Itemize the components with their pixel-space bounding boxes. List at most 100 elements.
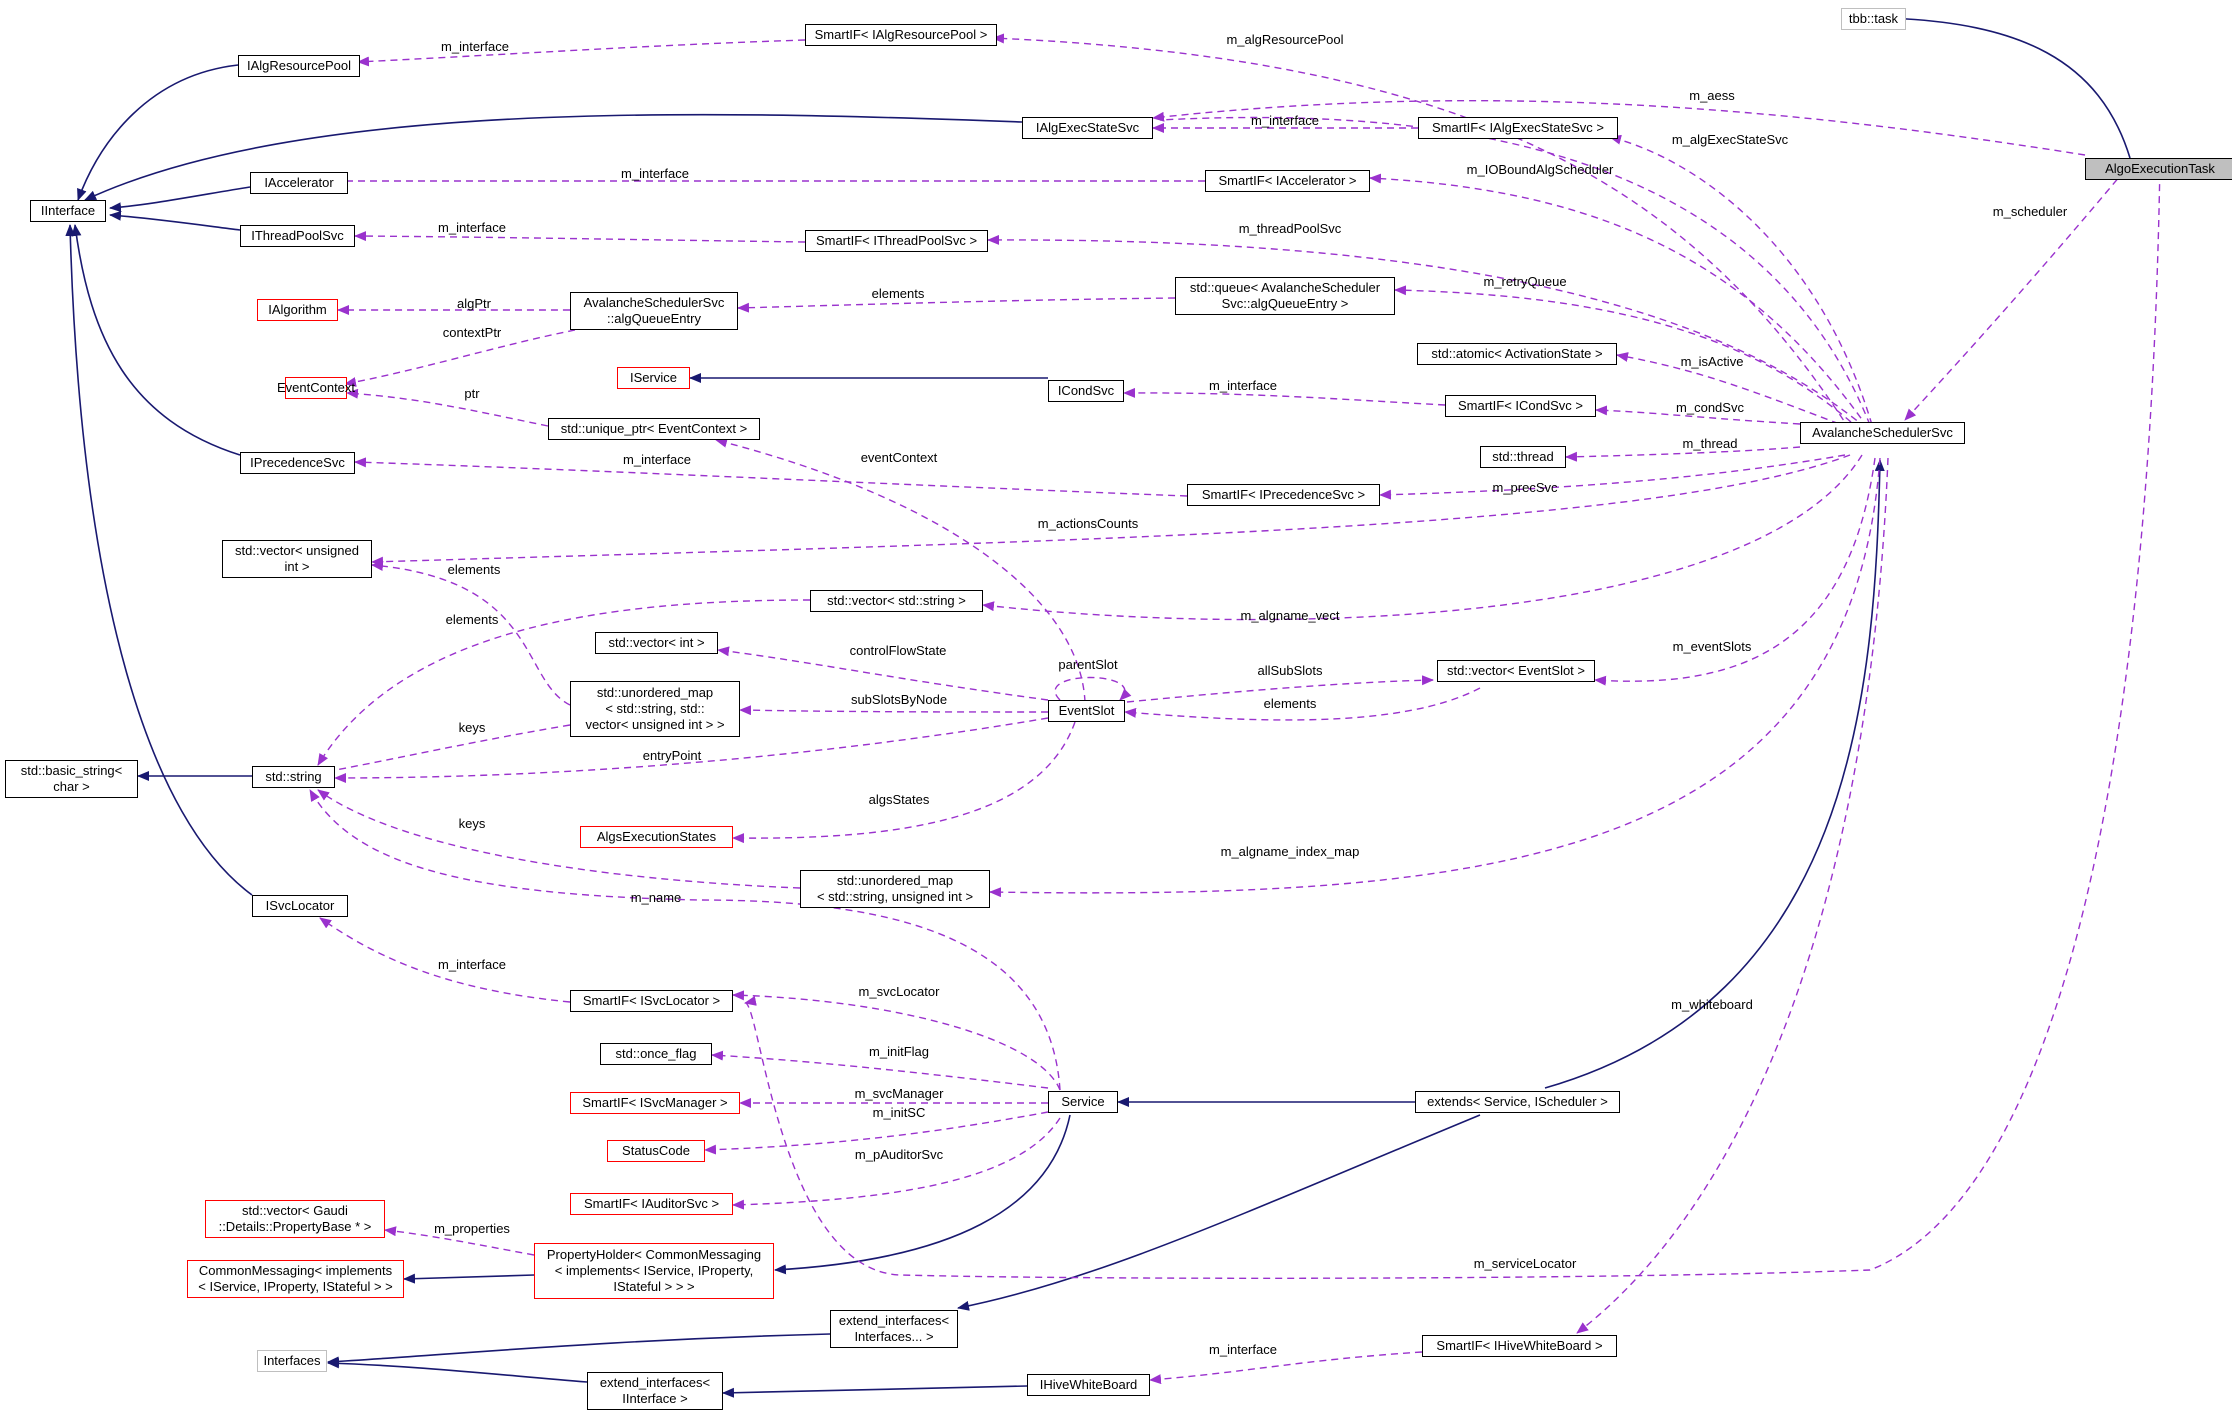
edge-label-m-svclocator: m_svcLocator <box>858 984 940 999</box>
node-ialgresourcepool[interactable]: IAlgResourcePool <box>238 55 360 77</box>
edge-label-m-properties: m_properties <box>434 1221 510 1236</box>
node-unordered-map-vec[interactable]: std::unordered_map < std::string, std:: … <box>570 681 740 737</box>
edge-label-m-scheduler: m_scheduler <box>1992 204 2068 219</box>
node-smartif-iauditorsvc[interactable]: SmartIF< IAuditorSvc > <box>570 1193 733 1215</box>
node-iaccelerator[interactable]: IAccelerator <box>250 172 348 194</box>
edge-label-allsubslots: allSubSlots <box>1257 663 1323 678</box>
edge-m_initflag <box>711 1050 1049 1089</box>
node-eventcontext[interactable]: EventContext <box>277 377 355 399</box>
edge-m_actionscounts <box>371 454 1851 567</box>
edge-m_algname_vect <box>982 454 1863 621</box>
edge-label-m-interface-accel: m_interface <box>621 166 689 181</box>
edge-label-m-precsvc: m_precSvc <box>1492 480 1558 495</box>
edge-contextptr <box>344 329 576 387</box>
edge-m_eventslots <box>1594 457 1876 686</box>
node-std-string[interactable]: std::string <box>252 766 335 788</box>
edge-keys-uint <box>317 789 801 889</box>
node-icondsvc[interactable]: ICondSvc <box>1048 380 1124 402</box>
edge-extends-avalanche <box>1544 459 1885 1089</box>
edge-allsubslots <box>1126 675 1434 703</box>
node-algqueueentry[interactable]: AvalancheSchedulerSvc ::algQueueEntry <box>570 292 738 330</box>
node-std-atomic[interactable]: std::atomic< ActivationState > <box>1417 343 1617 365</box>
node-basic-string[interactable]: std::basic_string< char > <box>5 760 138 798</box>
edge-m_algname_index_map <box>989 457 1881 898</box>
edge-label-m-interface-prec: m_interface <box>623 452 691 467</box>
edge-m_interface-threadpool <box>354 231 806 243</box>
node-unique-ptr[interactable]: std::unique_ptr< EventContext > <box>548 418 760 440</box>
edge-label-m-interface-execstate: m_interface <box>1251 113 1319 128</box>
edge-algsstates <box>732 721 1076 844</box>
node-vector-int[interactable]: std::vector< int > <box>595 632 718 654</box>
node-eventslot[interactable]: EventSlot <box>1048 700 1125 722</box>
node-std-queue[interactable]: std::queue< AvalancheScheduler Svc::algQ… <box>1175 277 1395 315</box>
edge-label-m-servicelocator: m_serviceLocator <box>1473 1256 1577 1271</box>
node-smartif-icondsvc[interactable]: SmartIF< ICondSvc > <box>1445 395 1596 417</box>
node-extends[interactable]: extends< Service, IScheduler > <box>1415 1091 1620 1113</box>
edge-label-m-threadpoolsvc: m_threadPoolSvc <box>1238 221 1342 236</box>
node-smartif-ialgexecstatesvc[interactable]: SmartIF< IAlgExecStateSvc > <box>1418 117 1618 139</box>
edge-elements-vecuint <box>371 561 571 706</box>
edge-label-m-initflag: m_initFlag <box>869 1044 929 1059</box>
node-service[interactable]: Service <box>1048 1091 1118 1113</box>
edge-m_aess-avalanche <box>1159 116 1871 426</box>
node-interfaces[interactable]: Interfaces <box>257 1350 327 1372</box>
edge-m_algexecstatesvc <box>1609 134 1873 426</box>
edge-ialgexecstatesvc-iinterface <box>84 113 1023 201</box>
node-commonmessaging[interactable]: CommonMessaging< implements < IService, … <box>187 1260 404 1298</box>
edge-m_thread <box>1565 446 1801 462</box>
node-smartif-iaccelerator[interactable]: SmartIF< IAccelerator > <box>1205 170 1370 192</box>
node-vector-uint[interactable]: std::vector< unsigned int > <box>222 540 372 578</box>
edge-label-m-interface-cond: m_interface <box>1209 378 1277 393</box>
node-propertyholder[interactable]: PropertyHolder< CommonMessaging < implem… <box>534 1243 774 1299</box>
node-vector-eventslot[interactable]: std::vector< EventSlot > <box>1437 660 1595 682</box>
node-extend-interfaces-var[interactable]: extend_interfaces< Interfaces... > <box>830 1310 958 1348</box>
node-once-flag[interactable]: std::once_flag <box>600 1043 712 1065</box>
edge-label-m-interface-threadpool: m_interface <box>438 220 506 235</box>
usage-edges <box>304 33 2161 1385</box>
node-smartif-isvcmanager[interactable]: SmartIF< ISvcManager > <box>570 1092 740 1114</box>
node-ialgorithm[interactable]: IAlgorithm <box>257 299 338 321</box>
node-statuscode[interactable]: StatusCode <box>607 1140 705 1162</box>
node-smartif-ihivewhiteboard[interactable]: SmartIF< IHiveWhiteBoard > <box>1422 1335 1617 1357</box>
edge-label-entrypoint: entryPoint <box>642 748 702 763</box>
node-smartif-ialgresourcepool[interactable]: SmartIF< IAlgResourcePool > <box>805 24 997 46</box>
node-smartif-isvclocator[interactable]: SmartIF< ISvcLocator > <box>570 990 733 1012</box>
edge-service-propertyholder <box>774 1114 1071 1275</box>
node-isvclocator[interactable]: ISvcLocator <box>252 895 348 917</box>
node-iinterface[interactable]: IInterface <box>30 200 106 222</box>
node-tbb-task[interactable]: tbb::task <box>1841 8 1906 30</box>
node-algo-execution-task[interactable]: AlgoExecutionTask <box>2085 158 2232 180</box>
edge-label-m-name: m_name <box>630 890 682 905</box>
node-smartif-ithreadpoolsvc[interactable]: SmartIF< IThreadPoolSvc > <box>805 230 988 252</box>
edge-label-m-interface-whiteboard: m_interface <box>1209 1342 1277 1357</box>
edge-label-controlflowstate: controlFlowState <box>849 643 947 658</box>
edge-label-algsstates: algsStates <box>868 792 930 807</box>
edge-label-m-svcmanager: m_svcManager <box>854 1086 944 1101</box>
edge-extendinterfacesvar-interfaces <box>327 1333 831 1367</box>
edge-m_interface-cond <box>1123 387 1446 406</box>
edge-algoexec-tbbtask <box>1884 13 2131 159</box>
edge-elements-vecstr <box>317 599 811 766</box>
edge-label-elements-vecuint: elements <box>447 562 501 577</box>
node-ithreadpoolsvc[interactable]: IThreadPoolSvc <box>240 225 355 247</box>
node-iprecedencesvc[interactable]: IPrecedenceSvc <box>240 452 355 474</box>
edge-ihivewhiteboard-extendinterfacesii <box>722 1385 1028 1398</box>
node-vector-string[interactable]: std::vector< std::string > <box>810 590 983 612</box>
node-avalanche[interactable]: AvalancheSchedulerSvc <box>1800 422 1965 444</box>
node-smartif-iprecedencesvc[interactable]: SmartIF< IPrecedenceSvc > <box>1187 484 1380 506</box>
edge-m_interface-whiteboard <box>1149 1351 1423 1385</box>
node-vector-propbase[interactable]: std::vector< Gaudi ::Details::PropertyBa… <box>205 1200 385 1238</box>
node-iservice[interactable]: IService <box>617 367 690 389</box>
node-algsexecstates[interactable]: AlgsExecutionStates <box>580 826 733 848</box>
node-ialgexecstatesvc[interactable]: IAlgExecStateSvc <box>1022 117 1153 139</box>
node-std-thread[interactable]: std::thread <box>1480 446 1566 468</box>
node-ihivewhiteboard[interactable]: IHiveWhiteBoard <box>1027 1374 1150 1396</box>
edge-label-m-interface-svcloc: m_interface <box>438 957 506 972</box>
node-extend-interfaces-ii[interactable]: extend_interfaces< IInterface > <box>587 1372 723 1410</box>
edge-parentslot <box>1054 676 1132 701</box>
edge-label-elements-queue: elements <box>871 286 925 301</box>
node-unordered-map-uint[interactable]: std::unordered_map < std::string, unsign… <box>800 870 990 908</box>
edge-ithreadpoolsvc-iinterface <box>109 210 241 231</box>
